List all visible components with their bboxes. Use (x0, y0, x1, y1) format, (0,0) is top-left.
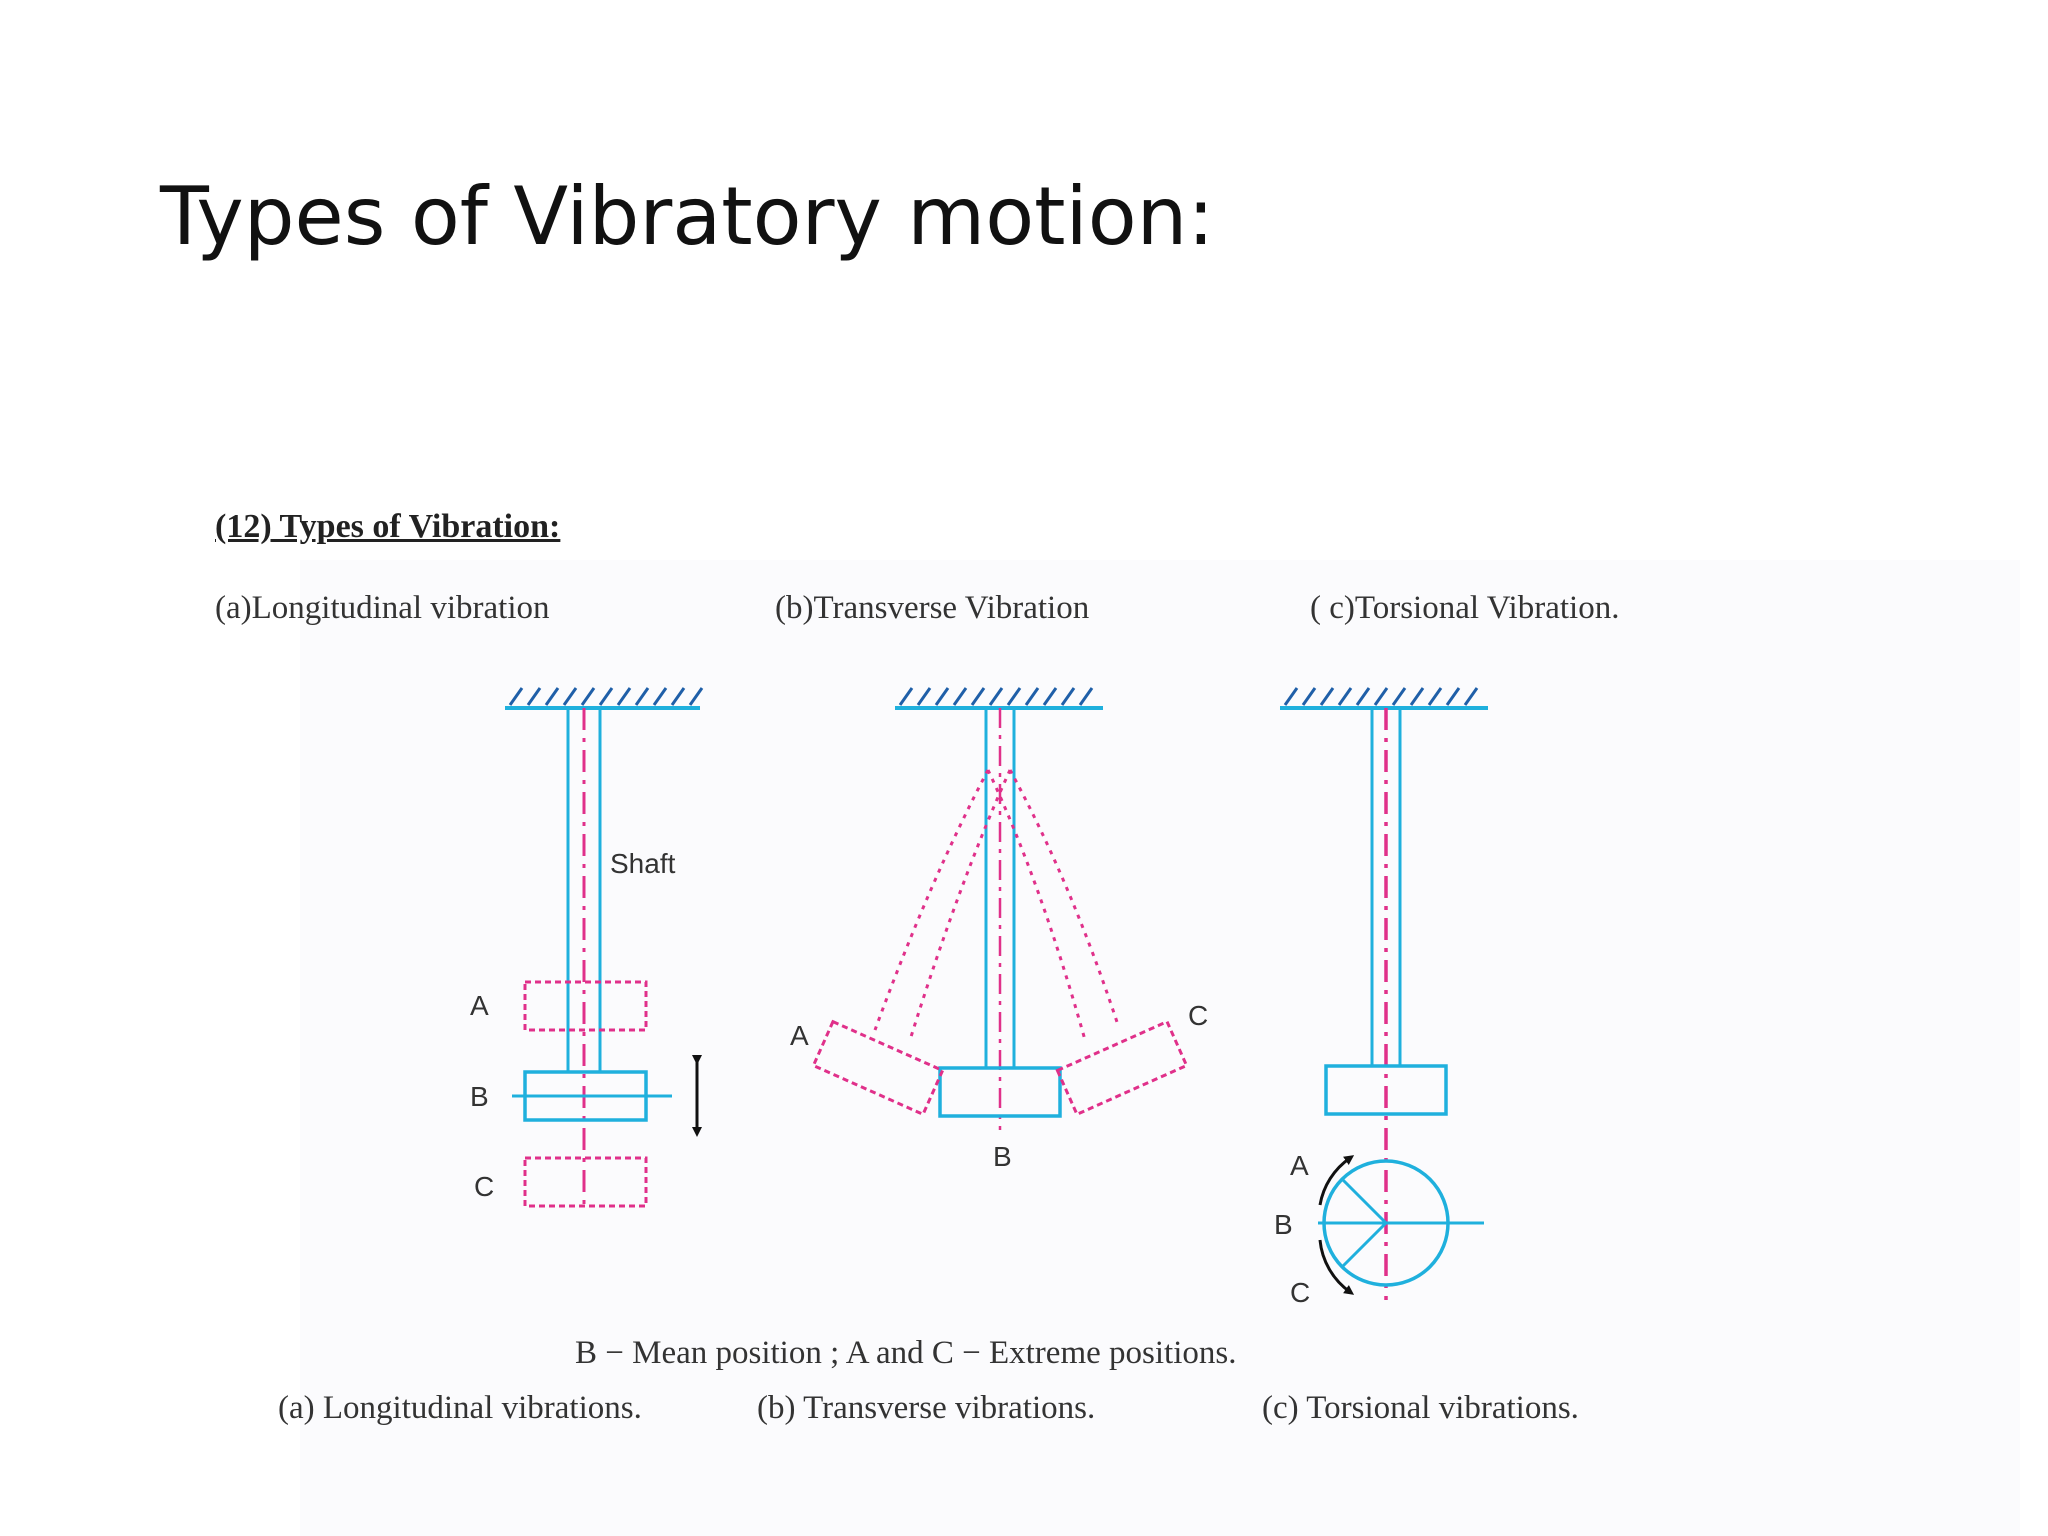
caption-positions: B − Mean position ; A and C − Extreme po… (575, 1335, 1236, 1371)
disc-position-c (523, 1156, 648, 1208)
caption-torsional: (c) Torsional vibrations. (1262, 1390, 1579, 1426)
disc-mean-position-b (938, 1066, 1062, 1118)
shaft-b (984, 708, 1016, 1130)
support-hatch-a (505, 687, 704, 710)
subheading-torsional: ( c)Torsional Vibration. (1310, 590, 1620, 626)
subheading-transverse: (b)Transverse Vibration (775, 590, 1090, 626)
torsional-diagram: A B C (1274, 687, 1488, 1308)
subheading-longitudinal: (a)Longitudinal vibration (215, 590, 550, 626)
disc-position-a (523, 980, 648, 1032)
deflected-shaft-right (986, 769, 1120, 1041)
transverse-diagram: A B C (790, 687, 1208, 1172)
label-c-B: B (1274, 1209, 1293, 1240)
disc-position-c-b (1055, 1019, 1189, 1117)
label-a-A: A (470, 990, 489, 1021)
shaft-a (566, 708, 602, 1210)
label-a-C: C (474, 1171, 494, 1202)
longitudinal-diagram: Shaft A B C (470, 687, 704, 1210)
caption-longitudinal: (a) Longitudinal vibrations. (278, 1390, 642, 1426)
disc-c (1324, 1064, 1448, 1116)
deflected-shaft-left (873, 769, 1012, 1041)
label-b-B: B (993, 1141, 1012, 1172)
label-c-C: C (1290, 1277, 1310, 1308)
figure-background (300, 560, 2020, 1536)
rotation-arrow-up-icon (1318, 1155, 1355, 1206)
figure-heading: (12) Types of Vibration: (215, 508, 561, 545)
slide-title: Types of Vibratory motion: (160, 170, 1215, 263)
label-c-A: A (1290, 1150, 1309, 1181)
label-a-B: B (470, 1081, 489, 1112)
shaft-c (1370, 708, 1402, 1300)
disc-position-a-b (811, 1019, 945, 1117)
end-view-circle (1318, 1159, 1484, 1287)
label-b-C: C (1188, 1000, 1208, 1031)
support-hatch-b (895, 687, 1103, 710)
rotation-arrow-down-icon (1318, 1239, 1355, 1295)
label-b-A: A (790, 1020, 809, 1051)
support-hatch-c (1280, 687, 1488, 710)
shaft-label: Shaft (610, 848, 676, 879)
caption-transverse: (b) Transverse vibrations. (757, 1390, 1095, 1426)
